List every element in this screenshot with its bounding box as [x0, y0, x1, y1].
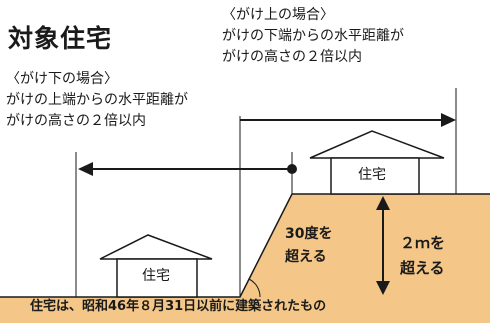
- house-right: [309, 130, 445, 195]
- house-right-body: [330, 157, 420, 195]
- house-right-label: 住宅: [358, 167, 386, 183]
- height-label-2: 超える: [400, 259, 445, 277]
- slope-label-1: 30度を: [285, 226, 333, 242]
- lower-case-text-2: がけの高さの２倍以内: [6, 113, 146, 129]
- height-arrowhead-top: [376, 196, 390, 210]
- house-left-label: 住宅: [142, 268, 170, 284]
- lower-case-text-1: がけの上端からの水平距離が: [6, 92, 188, 108]
- lower-case-heading: 〈がけ下の場合〉: [6, 71, 118, 87]
- upper-case-text-2: がけの高さの２倍以内: [222, 49, 362, 65]
- upper-case-text-1: がけの下端からの水平距離が: [222, 28, 404, 44]
- house-left-roof: [99, 234, 213, 260]
- lower-arrowhead: [78, 162, 93, 176]
- height-label-1: ２ｍを: [400, 234, 446, 252]
- height-arrowhead-bottom: [376, 281, 390, 295]
- house-left: [99, 234, 213, 298]
- page-title: 対象住宅: [8, 24, 113, 53]
- upper-case-heading: 〈がけ上の場合〉: [222, 7, 334, 23]
- slope-angle-arc: [248, 278, 261, 298]
- house-left-body: [116, 258, 198, 298]
- upper-arrowhead: [441, 113, 456, 127]
- cliff-ground: [0, 194, 490, 323]
- cliff-top-point: [287, 164, 297, 174]
- slope-label-2: 超える: [285, 249, 327, 265]
- house-right-roof: [309, 130, 445, 159]
- condition-note: 住宅は、昭和46年８月31日以前に建築されたもの: [30, 299, 327, 314]
